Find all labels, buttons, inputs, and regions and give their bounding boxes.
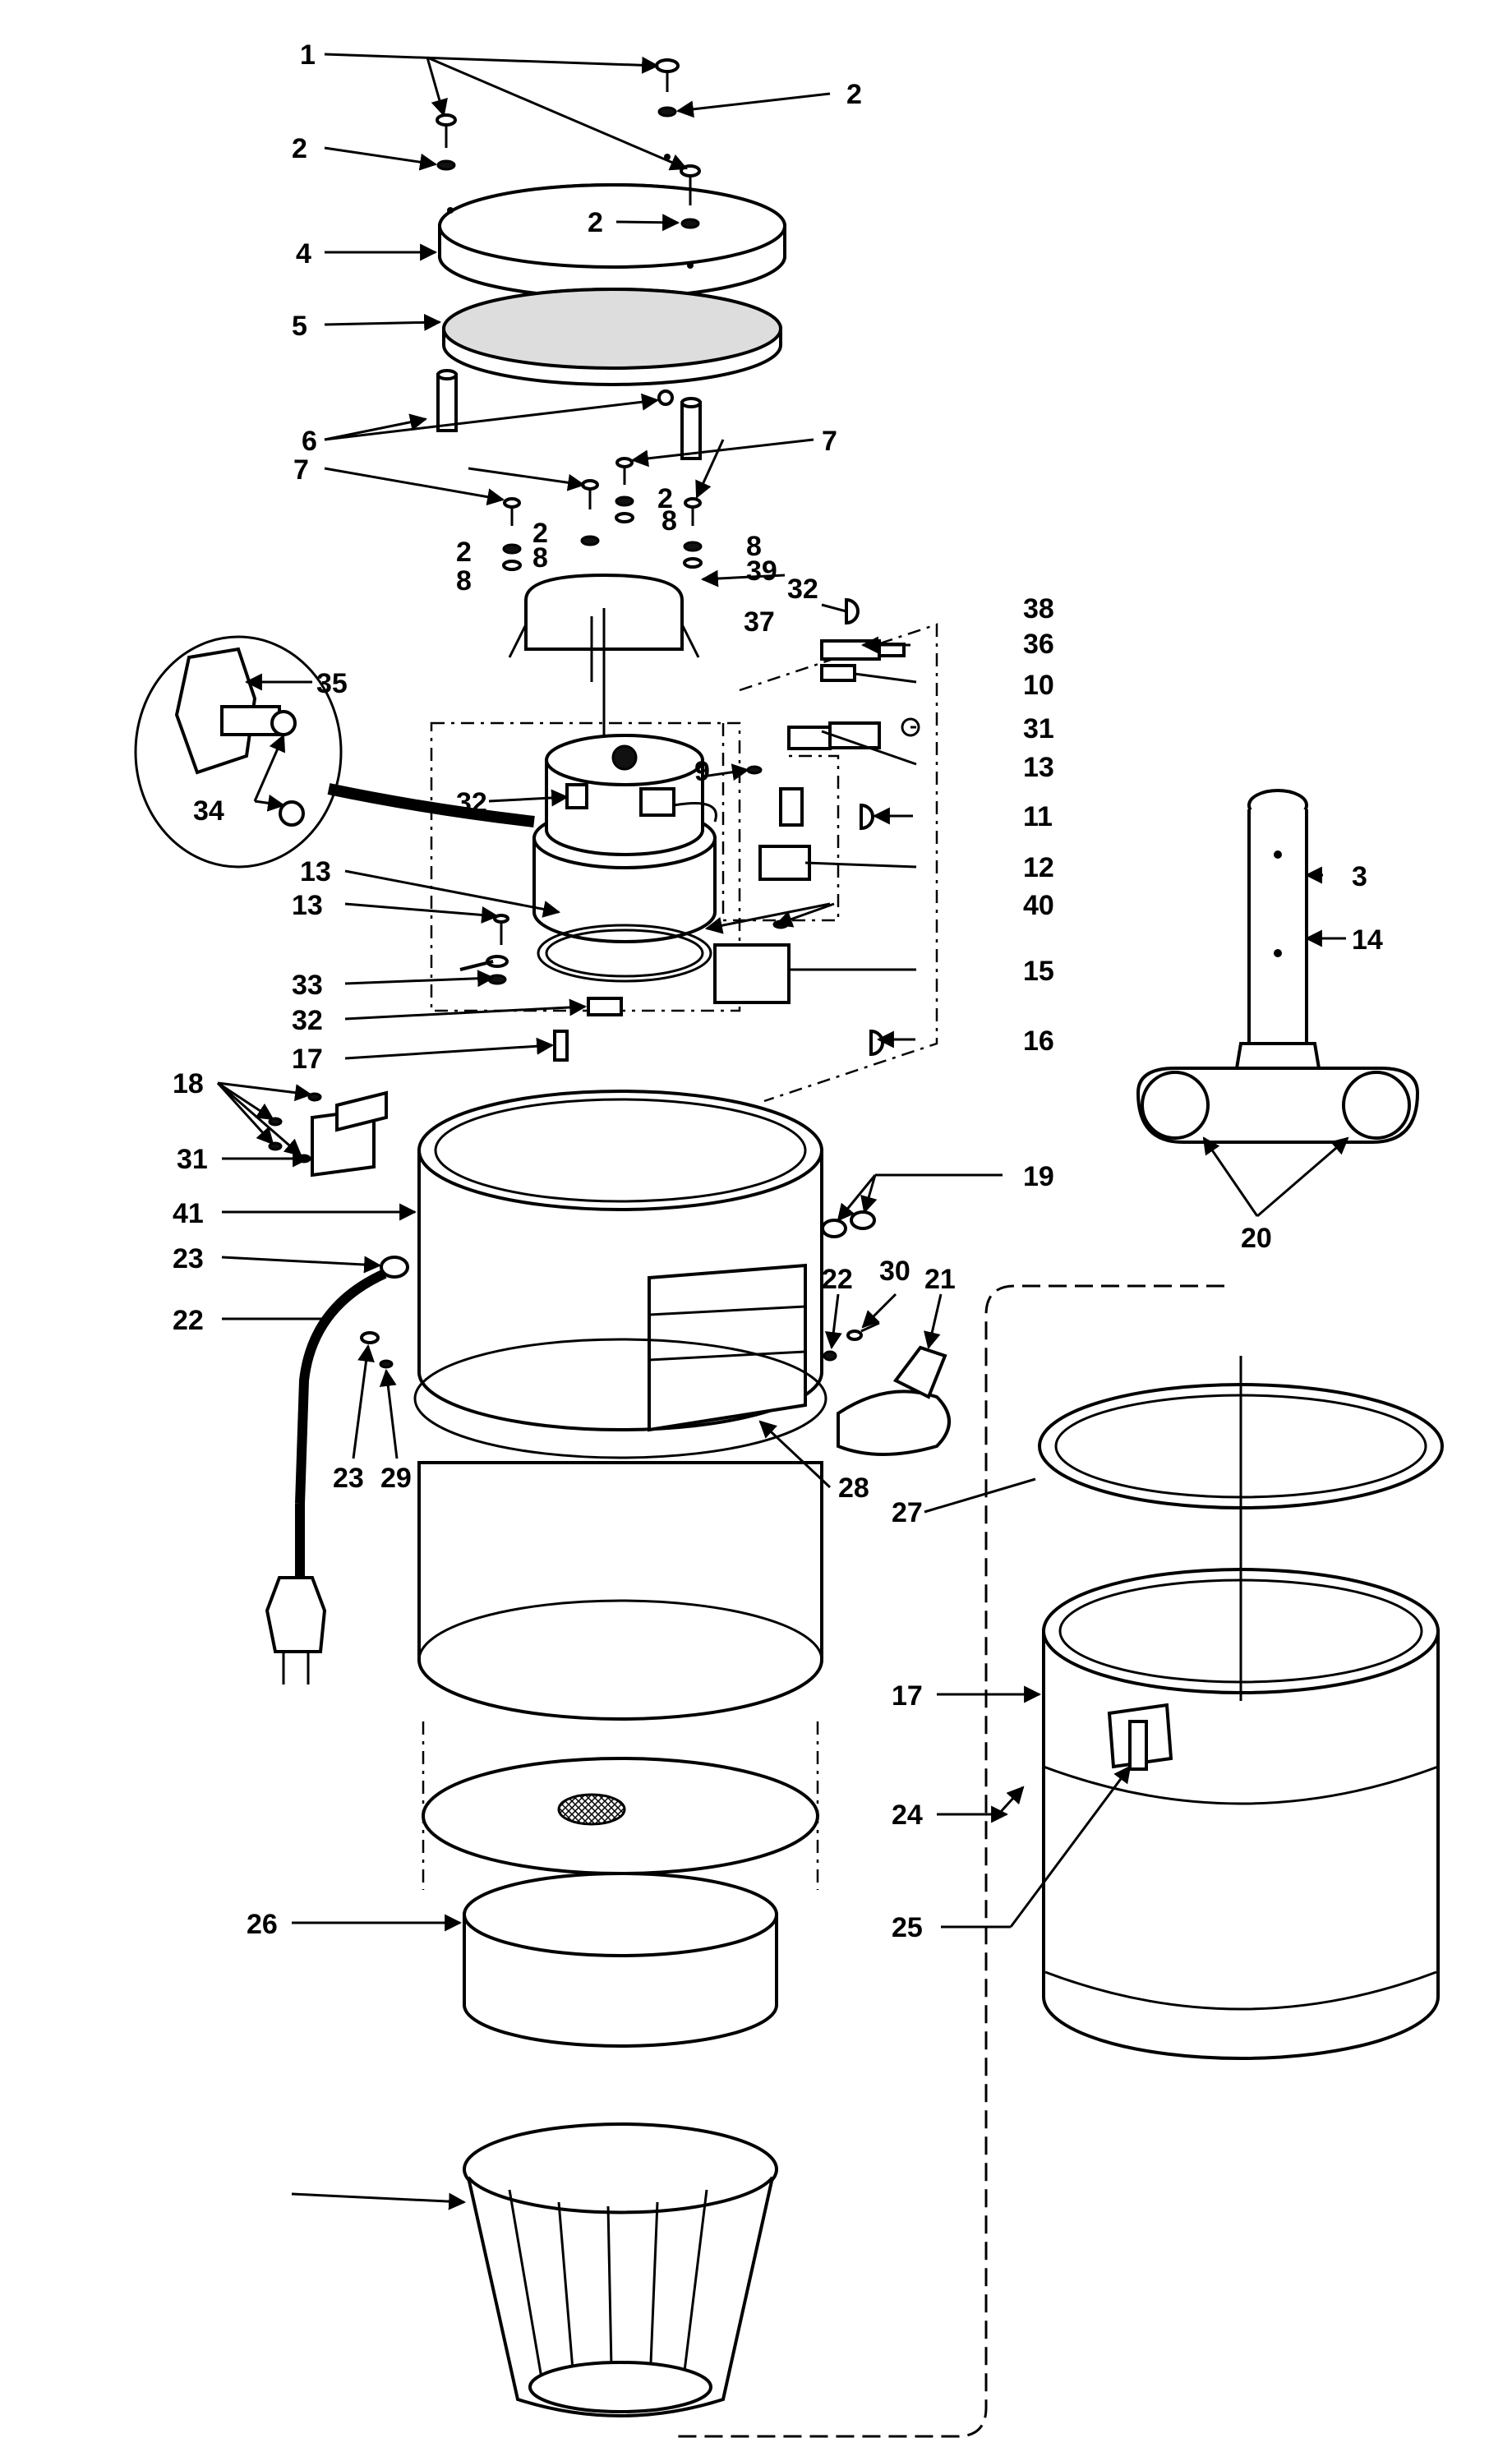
filter-bag bbox=[463, 2122, 778, 2417]
electrical-parts bbox=[713, 597, 920, 1057]
callout-7: 7 bbox=[822, 426, 837, 457]
callout-9: 32 bbox=[456, 787, 487, 818]
callout-5: 5 bbox=[292, 311, 307, 342]
callout-32: 11 bbox=[1023, 801, 1053, 832]
callout-32: 16 bbox=[1023, 1025, 1054, 1057]
callout-11: 34 bbox=[193, 795, 224, 827]
mounting-screws bbox=[502, 457, 703, 571]
callout-33: 15 bbox=[1023, 956, 1054, 987]
motor-bracket bbox=[508, 573, 700, 740]
callout-2: 8 bbox=[746, 531, 762, 562]
callout-2: 2 bbox=[588, 207, 603, 238]
callout-4: 4 bbox=[296, 238, 311, 270]
callout-15: 32 bbox=[292, 1005, 323, 1036]
wall-handle bbox=[1136, 789, 1420, 1144]
callout-13: 9 bbox=[694, 756, 710, 787]
callout-19: 41 bbox=[173, 1198, 204, 1229]
callout-34: 12 bbox=[1023, 852, 1054, 883]
callout-41: 20 bbox=[1241, 1223, 1272, 1254]
callout-labels: 1 2 2 2 3 4 5 6 7 7 2 8 2 8 2 8 8 39 32 … bbox=[173, 39, 1383, 1943]
callout-8: 39 bbox=[746, 555, 777, 587]
callout-20: 23 bbox=[173, 1243, 204, 1274]
canister-body bbox=[417, 1461, 823, 1890]
callout-3: 3 bbox=[1352, 861, 1367, 892]
motor-housing bbox=[413, 1090, 827, 1459]
callout-37: 36 bbox=[1023, 629, 1054, 660]
spacer-tubes bbox=[436, 369, 702, 460]
callout-26: 25 bbox=[892, 1912, 923, 1943]
callout-8: 8 bbox=[662, 505, 677, 537]
callout-12: 13 bbox=[300, 856, 331, 887]
callout-38: 37 bbox=[744, 606, 775, 638]
callout-21: 22 bbox=[173, 1305, 204, 1336]
callout-2: 2 bbox=[292, 133, 307, 164]
callout-27: 17 bbox=[892, 1680, 923, 1712]
top-cover bbox=[438, 154, 786, 299]
inlet-fitting bbox=[837, 1345, 951, 1456]
power-cord bbox=[265, 1256, 409, 1684]
callout-7: 7 bbox=[293, 454, 309, 486]
callout-31: 13 bbox=[1023, 752, 1054, 783]
callout-10: 35 bbox=[316, 668, 348, 699]
callout-28: 27 bbox=[892, 1497, 923, 1528]
callout-13: 40 bbox=[1023, 890, 1054, 921]
filter-tube bbox=[463, 1872, 778, 2048]
dirt-container bbox=[1038, 1356, 1444, 2060]
callout-30: 21 bbox=[924, 1264, 956, 1295]
washers bbox=[360, 1210, 880, 1369]
callout-35: 31 bbox=[1023, 713, 1054, 744]
callout-40: 14 bbox=[1352, 924, 1383, 956]
callout-8: 8 bbox=[532, 542, 548, 574]
callout-14: 33 bbox=[292, 970, 323, 1001]
callout-6: 6 bbox=[302, 426, 317, 457]
callout-32: 38 bbox=[1023, 593, 1054, 624]
callout-23: 29 bbox=[380, 1463, 412, 1494]
callout-24: 26 bbox=[247, 1909, 278, 1940]
screen-plate bbox=[422, 1757, 819, 1875]
callout-17: 24 bbox=[892, 1800, 923, 1831]
callout-39: 32 bbox=[787, 574, 818, 605]
callout-13: 13 bbox=[292, 890, 323, 921]
filter-gasket bbox=[442, 288, 782, 386]
motor bbox=[532, 734, 717, 943]
callout-16: 17 bbox=[292, 1044, 323, 1075]
motor-gasket bbox=[537, 924, 712, 983]
callout-2: 2 bbox=[456, 537, 472, 568]
callout-22: 23 bbox=[333, 1463, 364, 1494]
callout-2: 2 bbox=[657, 483, 673, 514]
brush-detail-inset bbox=[134, 635, 535, 869]
callout-23: 22 bbox=[822, 1264, 853, 1295]
callout-18: 31 bbox=[177, 1144, 208, 1175]
callout-2: 2 bbox=[846, 79, 862, 110]
callout-2: 2 bbox=[532, 518, 548, 549]
mounting-bracket bbox=[268, 1090, 388, 1178]
callout-31: 19 bbox=[1023, 1161, 1054, 1192]
callout-29: 28 bbox=[838, 1472, 869, 1504]
leader-lines bbox=[216, 53, 1349, 2210]
callout-1: 1 bbox=[300, 39, 316, 71]
callout-17: 18 bbox=[173, 1068, 204, 1099]
callout-22: 30 bbox=[879, 1256, 910, 1287]
callout-8: 8 bbox=[456, 565, 472, 597]
callout-36: 10 bbox=[1023, 670, 1054, 701]
